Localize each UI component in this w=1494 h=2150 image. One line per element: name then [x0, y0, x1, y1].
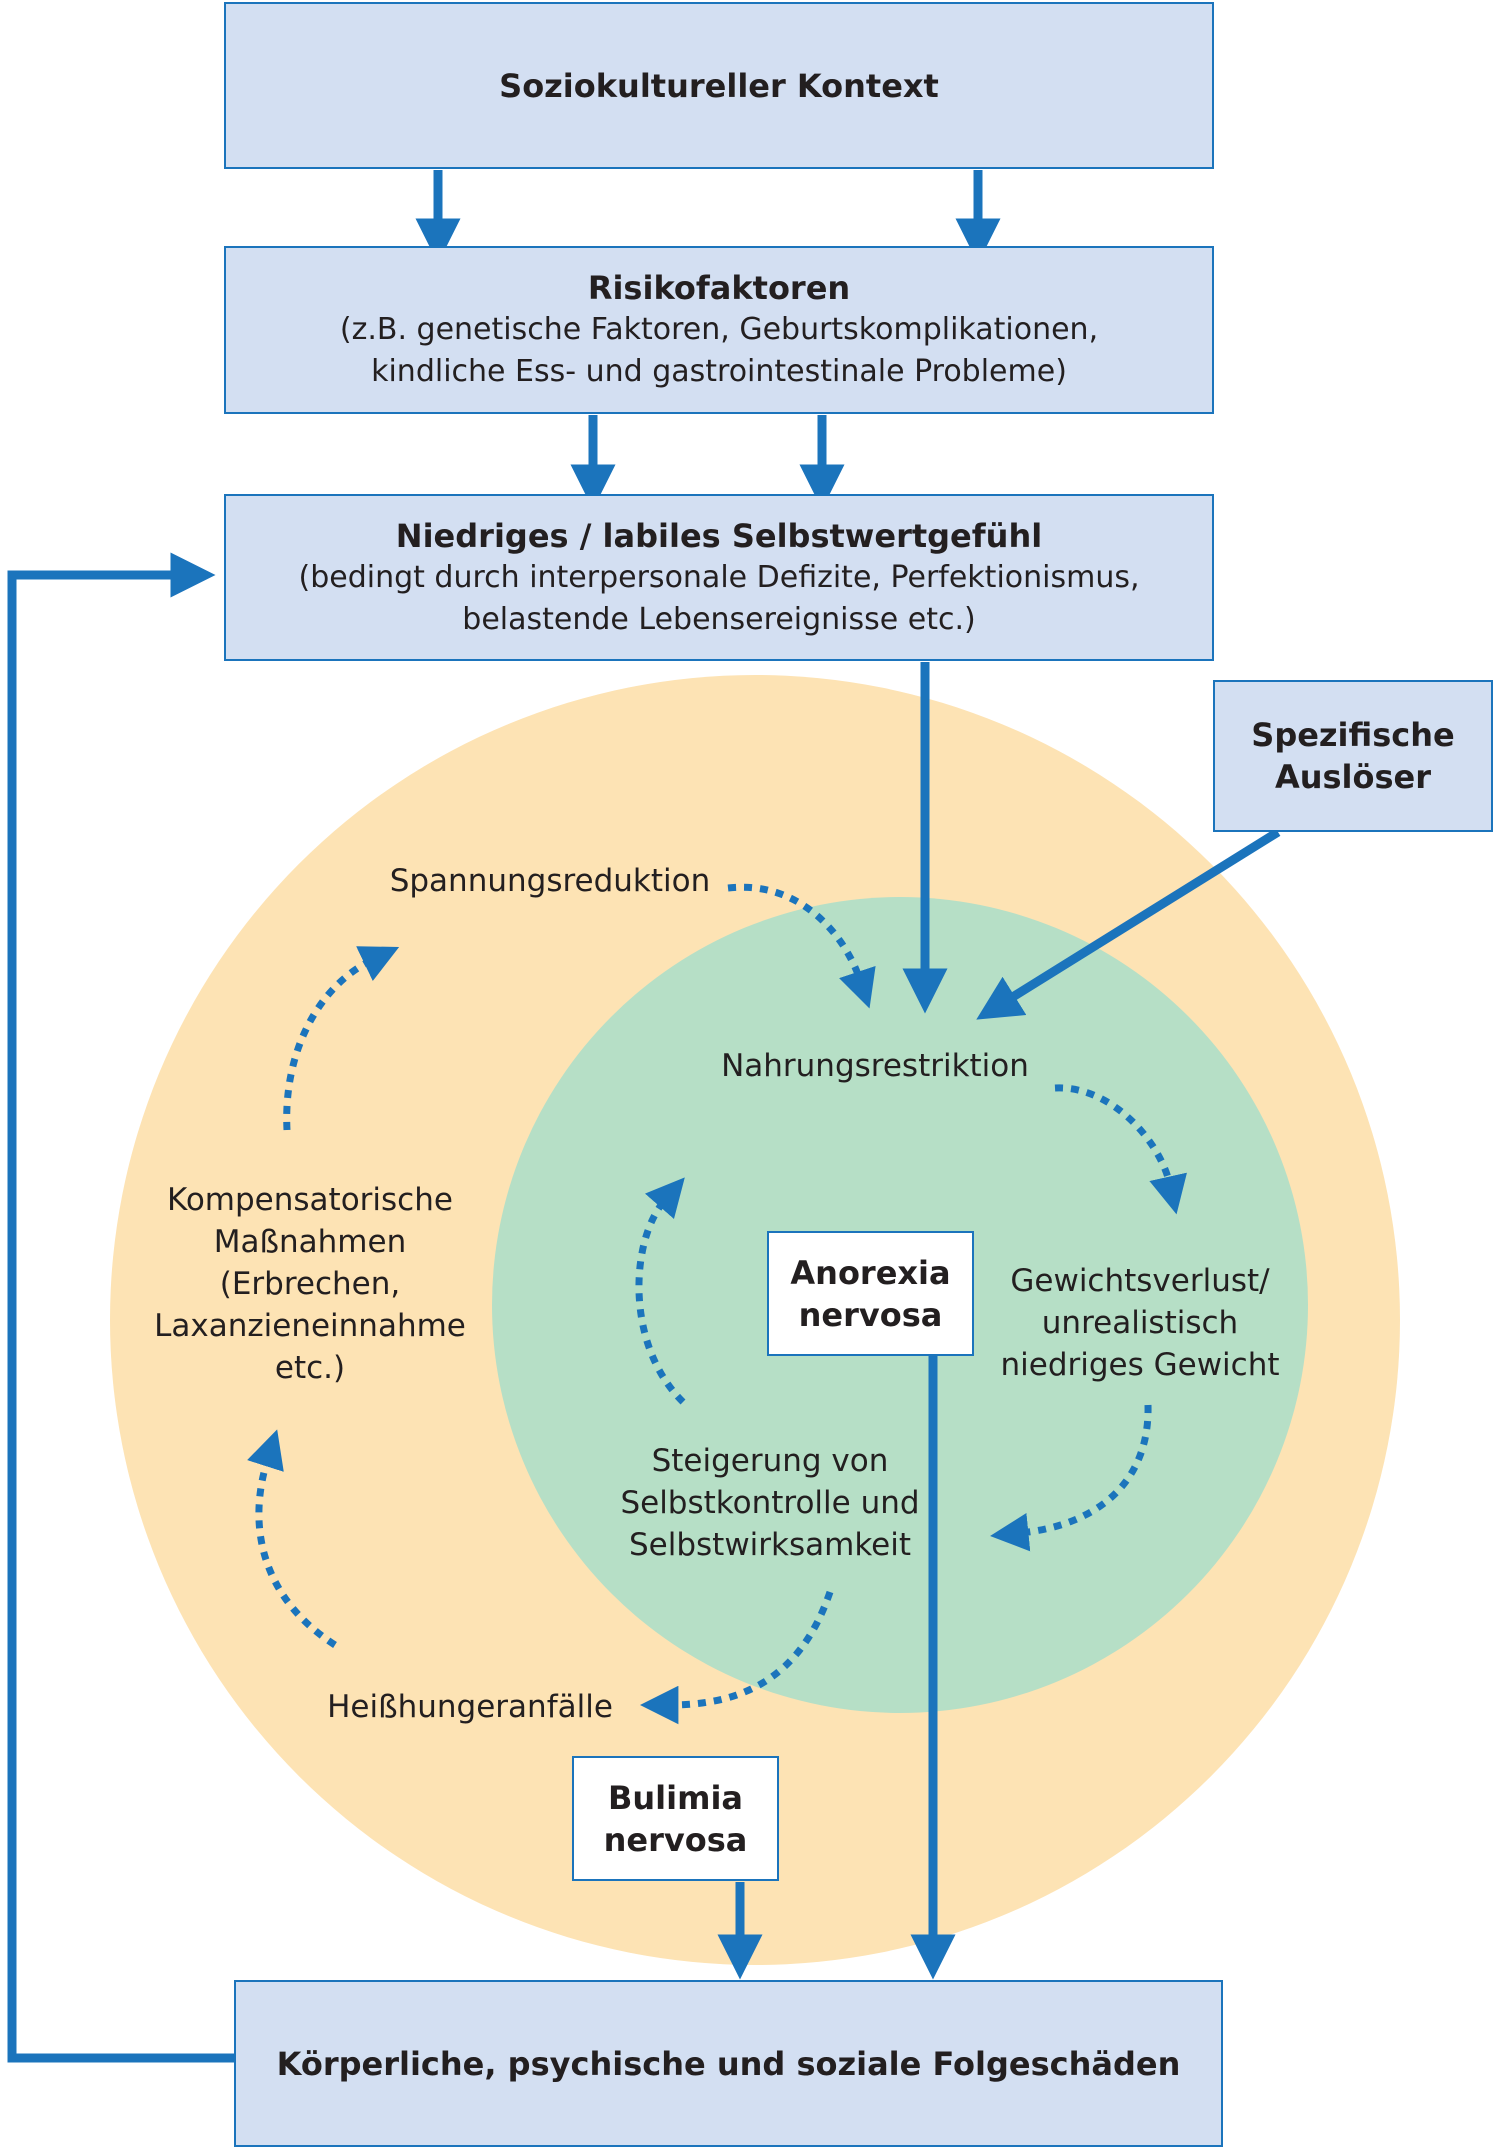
consequences-title: Körperliche, psychische und soziale Folg… [276, 2044, 1181, 2083]
self-esteem-title: Niedriges / labiles Selbstwertgefühl [395, 516, 1043, 555]
dotted-arrow-self-control-to-restriction [635, 1177, 686, 1405]
label-weight-loss: Gewichtsverlust/ unrealistisch niedriges… [1000, 1263, 1280, 1383]
label-binge-eating: Heißhungeranfälle [327, 1689, 613, 1725]
self-esteem-box: Niedriges / labiles Selbstwertgefühl (be… [224, 494, 1214, 661]
label-compensatory-measures: Kompensatorische Maßnahmen (Erbrechen, L… [154, 1182, 466, 1386]
dotted-arrow-weight-loss-to-self-control [990, 1404, 1152, 1552]
dotted-arrow-restriction-to-weight-loss [1054, 1084, 1187, 1215]
specific-triggers-box: Spezifische Auslöser [1213, 680, 1493, 832]
sociocultural-context-title: Soziokultureller Kontext [499, 66, 939, 105]
label-food-restriction: Nahrungsrestriktion [721, 1048, 1029, 1084]
label-tension-reduction: Spannungsreduktion [389, 863, 711, 899]
self-esteem-detail: (bedingt durch interpersonale Defizite, … [298, 559, 1140, 637]
risk-factors-box: Risikofaktoren (z.B. genetische Faktoren… [224, 246, 1214, 414]
arrow-consequences-feedback-to-self-esteem [7, 552, 234, 2063]
arrow-triggers-to-restriction [976, 828, 1281, 1020]
dotted-arrow-self-control-to-binge [639, 1590, 834, 1725]
anorexia-nervosa-box: Anorexia nervosa [767, 1231, 974, 1356]
dotted-arrow-compensation-to-tension [283, 946, 400, 1131]
label-self-control: Steigerung von Selbstkontrolle und Selbs… [620, 1443, 920, 1563]
specific-triggers-title: Spezifische Auslöser [1251, 716, 1455, 796]
risk-factors-detail: (z.B. genetische Faktoren, Geburtskompli… [339, 312, 1099, 389]
bulimia-nervosa-box: Bulimia nervosa [572, 1756, 779, 1881]
bulimia-nervosa-label: Bulimia nervosa [603, 1778, 748, 1859]
anorexia-nervosa-label: Anorexia nervosa [790, 1253, 951, 1334]
sociocultural-context-box: Soziokultureller Kontext [224, 2, 1214, 169]
risk-factors-title: Risikofaktoren [587, 269, 851, 307]
consequences-box: Körperliche, psychische und soziale Folg… [234, 1980, 1223, 2147]
